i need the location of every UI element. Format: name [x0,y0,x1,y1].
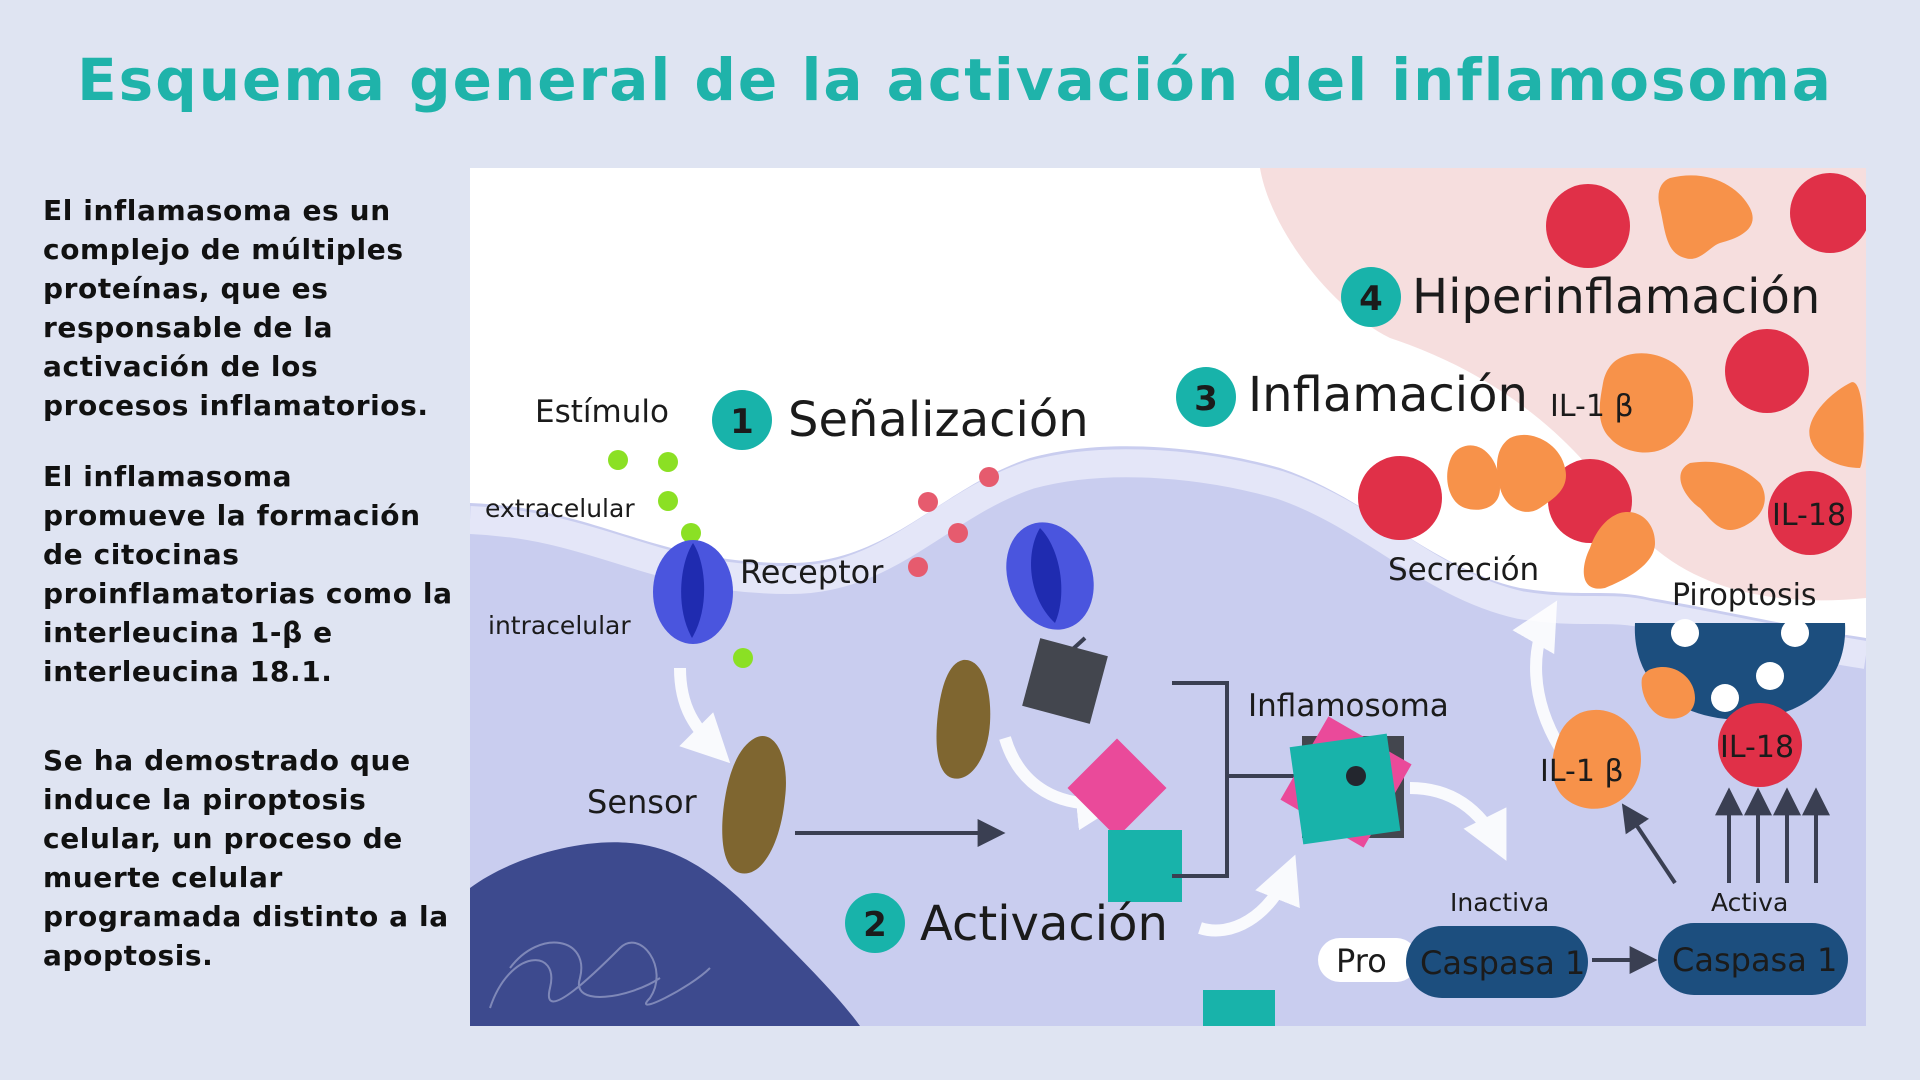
step-4-label: Hiperinflamación [1412,269,1820,325]
pro-label: Pro [1336,942,1387,980]
receptor-core [1031,528,1062,623]
pink-stimulus [918,492,938,512]
il1b-cytokine [1658,175,1753,259]
dna-strands [489,941,711,1009]
stimulus-label: Estímulo [535,394,669,430]
step-2-badge [845,893,905,953]
flow-arrow-secretion [1512,600,1566,752]
pink-stimulus [948,523,968,543]
inflamosome-junction [1346,766,1366,786]
il1b-top-blob [1599,353,1694,453]
step-3-badge [1176,367,1236,427]
sensor-activated [936,659,991,779]
pink-stimulus [979,467,999,487]
pore-hole [1711,684,1739,712]
cell-membrane [470,449,1866,669]
step-3-number: 3 [1194,379,1218,419]
step-1-label: Señalización [788,392,1089,448]
il1b-cytokine [1641,667,1695,719]
il1b-bottom-label: IL-1 β [1540,754,1624,789]
arrow-caspase-to-il1b [1621,803,1677,885]
il18-bottom-label: IL-18 [1720,730,1794,765]
pink-component [1067,738,1167,838]
il18-bottom-blob [1718,703,1802,787]
secretion-label: Secreción [1388,552,1539,588]
sensor [722,736,786,874]
step-1: 1 Señalización [712,390,1089,450]
flow-arrow-inflamosome-caspase [1409,782,1507,861]
active-caspase [1658,923,1848,995]
flow-arrow-lower [1198,854,1300,937]
active-label: Activa [1711,888,1788,917]
step-4: 4 Hiperinflamación [1341,267,1820,327]
pro-caspase-badge [1318,938,1418,982]
teal-component-lower [1203,990,1275,1026]
pore-hole [1756,662,1784,690]
inflamosome-teal-layer [1289,733,1401,845]
inactive-caspase-label: Caspasa 1 [1420,944,1585,982]
green-stimulus [658,491,678,511]
flow-arrow-receptor-sensor [674,667,731,764]
il1b-bottom-blob [1552,709,1641,809]
green-stimulus [608,450,628,470]
teal-component [1108,830,1182,902]
pyroptosis-label: Piroptosis [1672,578,1817,613]
step-3-label: Inflamación [1248,367,1528,423]
step-2-number: 2 [863,905,887,945]
intro-paragraph: El inflamasoma es un complejo de múltipl… [43,194,429,422]
step-4-number: 4 [1359,279,1383,319]
step-1-number: 1 [730,402,754,442]
dark-component [1022,638,1108,724]
page-title: Esquema general de la activación del inf… [77,46,1833,114]
step-4-badge [1341,267,1401,327]
il1b-top-label: IL-1 β [1550,389,1634,424]
step-3: 3 Inflamación [1176,367,1528,427]
extracellular-label: extracelular [485,494,635,523]
il18-cytokine [1725,329,1809,413]
il18-top-blob [1768,471,1852,555]
inactive-label: Inactiva [1450,888,1549,917]
inflamosome-diagram: IL-1 β IL-18 Piroptosis IL-18 IL-1 β Pro… [470,168,1866,1026]
pink-stimulus [908,557,928,577]
sensor-label: Sensor [587,783,698,821]
il18-top-label: IL-18 [1772,498,1846,533]
il1b-cytokine [1497,434,1566,512]
receptor-core [681,543,705,638]
inflamosoma-label: Inflamosoma [1248,688,1449,724]
il18-cytokine [1790,173,1866,253]
il1b-cytokine [1680,461,1765,530]
inactive-caspase [1406,926,1588,998]
il1b-cytokine [1809,382,1864,468]
receptor-label: Receptor [740,553,884,591]
pore-hole [1671,619,1699,647]
green-stimulus [733,648,753,668]
active-caspase-label: Caspasa 1 [1672,941,1837,979]
step-2: 2 Activación [845,893,1168,953]
il1b-cytokine [1583,512,1655,589]
step-2-label: Activación [920,896,1168,952]
intracellular-label: intracelular [488,611,631,640]
green-stimulus [658,452,678,472]
pyroptosis-paragraph: Se ha demostrado que induce la piroptosi… [43,744,449,972]
nucleus [470,842,860,1026]
il1b-secreted [1447,445,1500,510]
il18-cytokine [1546,184,1630,268]
il18-cytokine [1358,456,1442,540]
cytokine-paragraph: El inflamasoma promueve la formación de … [43,460,453,688]
pore-hole [1781,619,1809,647]
step-1-badge [712,390,772,450]
green-stimulus [681,523,701,543]
